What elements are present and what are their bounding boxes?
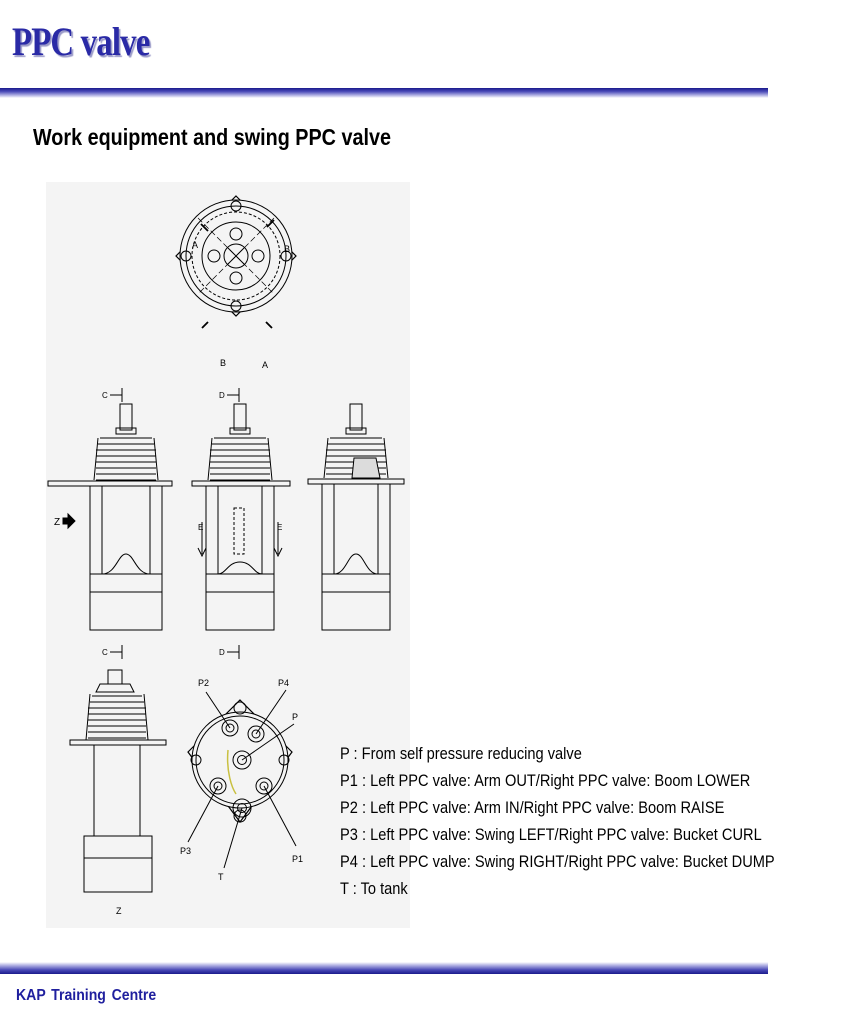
section-subtitle: Work equipment and swing PPC valve bbox=[33, 124, 391, 150]
label-b-bottom: B bbox=[220, 358, 226, 368]
page-title: PPC valve bbox=[12, 19, 150, 64]
port-p4 bbox=[247, 725, 265, 743]
label-p1: P1 bbox=[292, 854, 303, 864]
top-plan-view bbox=[175, 195, 297, 329]
port-t bbox=[232, 798, 252, 818]
label-p3: P3 bbox=[180, 846, 191, 856]
label-c-lower: C bbox=[102, 648, 108, 657]
label-e-right: E bbox=[277, 523, 282, 532]
port-legend: P : From self pressure reducing valve P1… bbox=[340, 740, 845, 902]
label-d-lower: D bbox=[219, 648, 225, 657]
view-z-bottom-left bbox=[69, 669, 167, 893]
label-p: P bbox=[292, 712, 298, 722]
port-view bbox=[187, 689, 297, 869]
section-view-middle bbox=[191, 403, 291, 631]
front-view-left bbox=[47, 403, 173, 631]
legend-item-p1: P1 : Left PPC valve: Arm OUT/Right PPC v… bbox=[340, 771, 751, 790]
label-a-bottom: A bbox=[262, 360, 268, 370]
ppc-valve-diagram: A B B A C D Z bbox=[46, 182, 410, 928]
label-b-top: B bbox=[284, 244, 290, 254]
label-c-upper: C bbox=[102, 391, 108, 400]
legend-item-p: P : From self pressure reducing valve bbox=[340, 744, 582, 763]
legend-item-p2: P2 : Left PPC valve: Arm IN/Right PPC va… bbox=[340, 798, 725, 817]
legend-item-p4: P4 : Left PPC valve: Swing RIGHT/Right P… bbox=[340, 852, 775, 871]
port-p bbox=[232, 750, 252, 770]
header-divider-bar bbox=[0, 88, 768, 98]
port-p3 bbox=[209, 777, 227, 795]
legend-item-t: T : To tank bbox=[340, 879, 408, 898]
label-p2: P2 bbox=[198, 678, 209, 688]
side-view-right bbox=[307, 403, 405, 631]
label-e-left: E bbox=[198, 523, 203, 532]
footer-divider-bar bbox=[0, 962, 768, 974]
label-z-arrow: Z bbox=[54, 517, 60, 528]
label-z-view: Z bbox=[116, 906, 122, 916]
label-t: T bbox=[218, 872, 224, 882]
port-p2 bbox=[221, 719, 239, 737]
label-a-top: A bbox=[192, 240, 198, 250]
footer-text: KAP Training Centre bbox=[16, 987, 157, 1004]
port-p1 bbox=[255, 777, 273, 795]
legend-item-p3: P3 : Left PPC valve: Swing LEFT/Right PP… bbox=[340, 825, 762, 844]
label-d-upper: D bbox=[219, 391, 225, 400]
label-p4: P4 bbox=[278, 678, 289, 688]
